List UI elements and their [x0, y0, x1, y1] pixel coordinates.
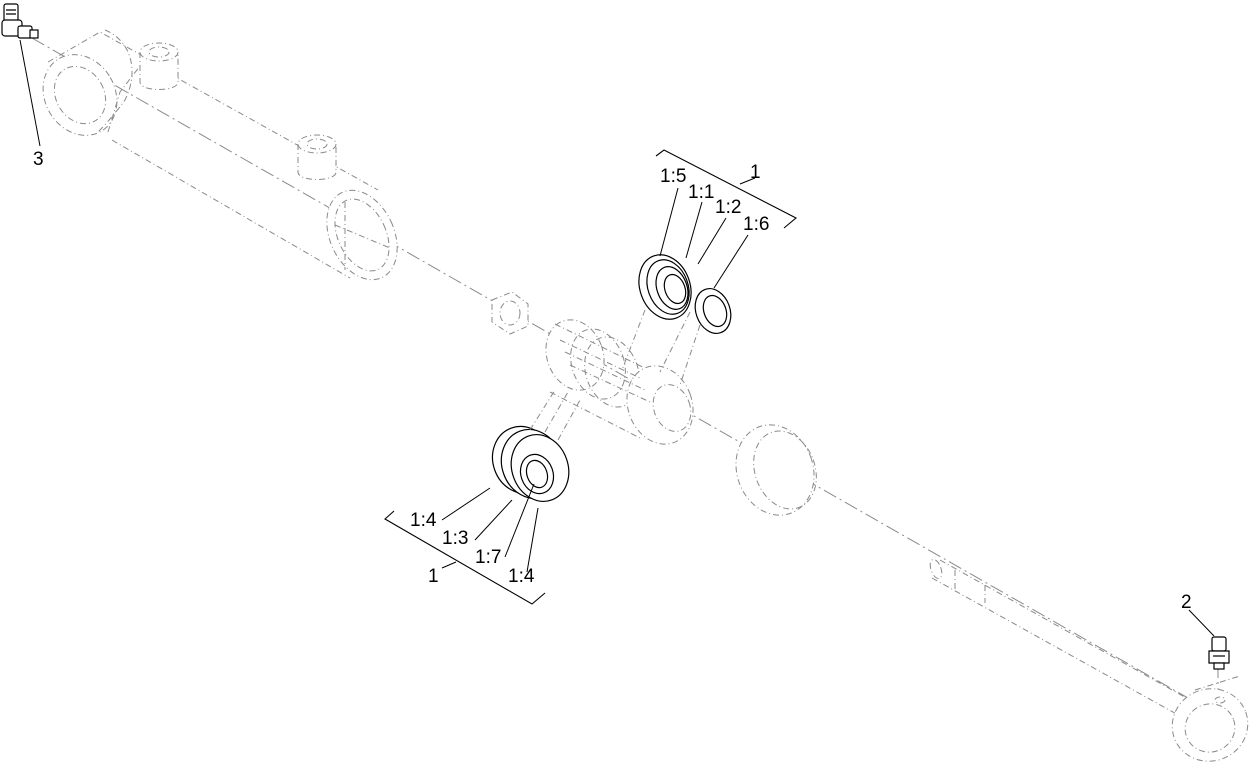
callout-lower-1-7: 1:7	[475, 547, 501, 568]
barrel-port-front	[139, 42, 179, 90]
callout-upper-1-6: 1:6	[743, 214, 769, 235]
upper-group-bracket	[655, 149, 797, 229]
cylinder-barrel	[42, 29, 398, 281]
barrel-port-rear	[297, 134, 337, 180]
piston-rod	[929, 558, 1191, 717]
gland-bushing	[735, 424, 817, 516]
lower-group-bracket	[384, 510, 546, 605]
callout-lower-1-3: 1:3	[442, 528, 468, 549]
callout-lower-1-4-b: 1:4	[508, 566, 535, 587]
callout-upper-1-2: 1:2	[715, 197, 741, 218]
upper-seal-set	[638, 254, 732, 334]
callout-group-upper: 1	[750, 162, 761, 183]
piston-body	[545, 319, 694, 445]
callout-upper-1-1: 1:1	[688, 182, 714, 203]
leader-lines	[19, 39, 1215, 637]
grease-fitting-straight	[1208, 636, 1230, 670]
callout-group-lower: 1	[428, 566, 439, 587]
assembly-lines	[529, 309, 701, 441]
callout-lower-1-4-a: 1:4	[410, 510, 437, 531]
rod-eye	[1171, 675, 1249, 762]
center-axis	[31, 37, 1231, 723]
callout-item-3: 3	[33, 149, 44, 170]
grease-fitting-elbow	[1, 3, 39, 39]
piston-nut	[491, 291, 529, 335]
lower-seal-set	[491, 425, 570, 502]
callout-item-2: 2	[1181, 592, 1192, 613]
callout-upper-1-5: 1:5	[660, 166, 686, 187]
